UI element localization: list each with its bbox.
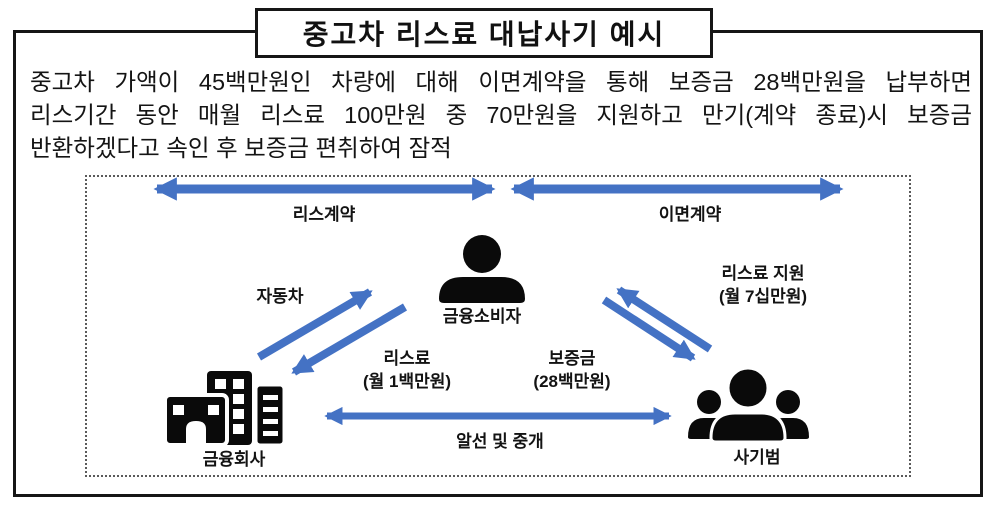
brokerage-label: 알선 및 중개: [456, 432, 544, 451]
fraudster-label: 사기범: [733, 448, 781, 467]
finance-company-icon: [163, 371, 286, 447]
page-title: 중고차 리스료 대납사기 예시: [302, 19, 666, 50]
description-paragraph: 중고차 가액이 45백만원인 차량에 대해 이면계약을 통해 보증금 28백만원…: [30, 66, 972, 165]
fraudster-group-icon: [688, 366, 809, 444]
lease-fee-arrow: [291, 303, 408, 376]
description-line-2: 리스기간 동안 매월 리스료 100만원 중 70만원을 지원하고 만기(계약 …: [30, 102, 972, 128]
title-box: 중고차 리스료 대납사기 예시: [255, 8, 713, 58]
consumer-label: 금융소비자: [442, 307, 522, 326]
scheme-diagram: 리스계약 이면계약 자동차 금융소비자 리스료 (월 1백만원) 보증금 (28…: [85, 175, 911, 477]
consumer-person-icon: [439, 235, 525, 303]
lease-support-label: 리스료 지원 (월 7십만원): [718, 264, 808, 307]
lease-support-arrow: [616, 286, 713, 353]
car-delivery-arrow: [256, 288, 373, 361]
deposit-label: 보증금 (28백만원): [533, 349, 611, 392]
deposit-arrow: [601, 296, 696, 362]
finance-company-label: 금융회사: [202, 450, 266, 469]
description-line-3: 반환하겠다고 속인 후 보증금 편취하여 잠적: [30, 135, 452, 161]
description-line-1: 중고차 가액이 45백만원인 차량에 대해 이면계약을 통해 보증금 28백만원…: [30, 69, 972, 95]
lease-contract-label: 리스계약: [292, 205, 356, 224]
diagram-canvas: [153, 177, 844, 447]
lease-fee-label: 리스료 (월 1백만원): [362, 349, 452, 392]
back-contract-label: 이면계약: [658, 205, 722, 224]
car-label: 자동차: [256, 287, 304, 306]
